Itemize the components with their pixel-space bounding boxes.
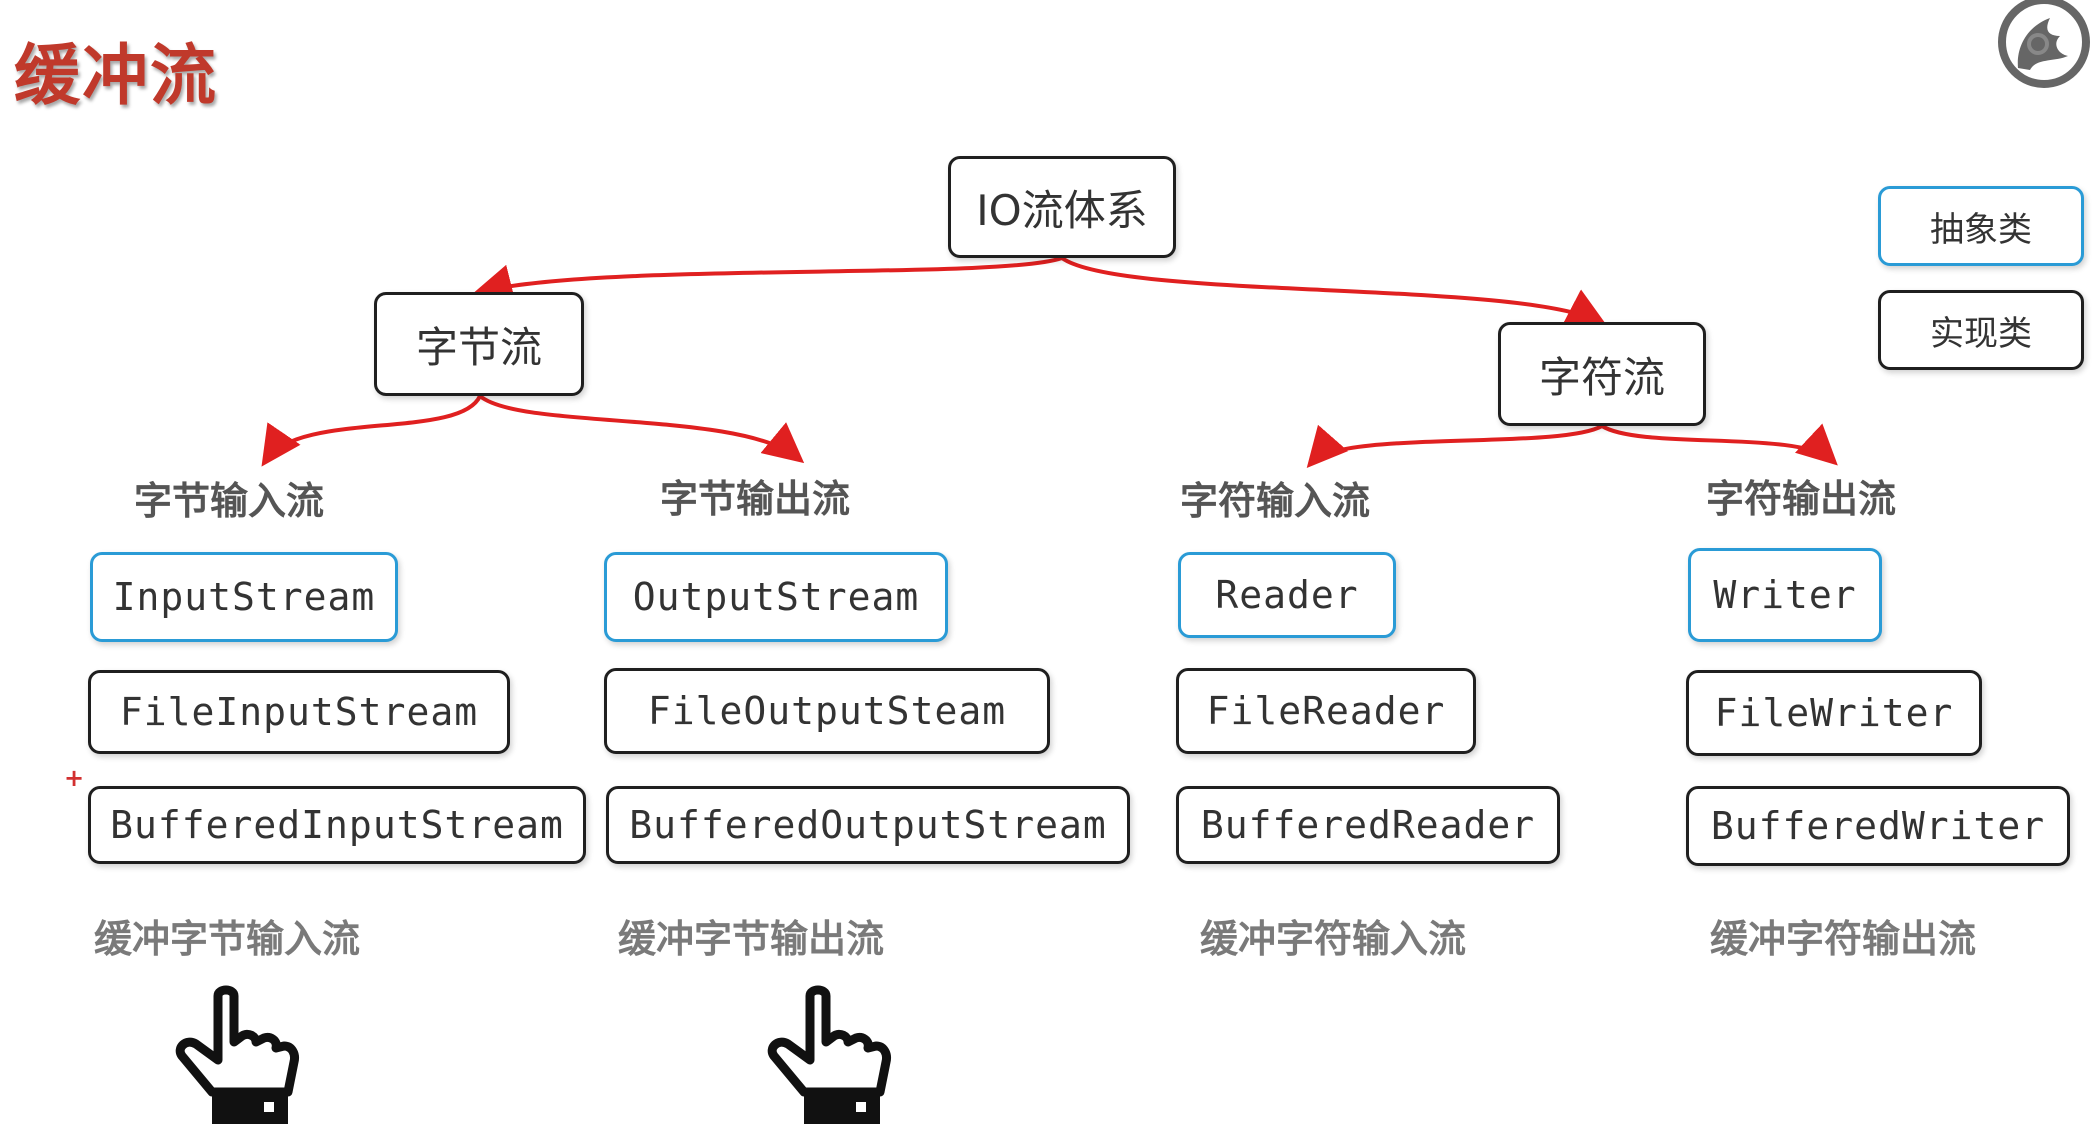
abstract-class-box: OutputStream bbox=[604, 552, 948, 642]
class-name: InputStream bbox=[112, 575, 376, 619]
class-name: Writer bbox=[1713, 573, 1857, 617]
char-stream-node: 字符流 bbox=[1498, 322, 1706, 426]
column-heading: 字节输出流 bbox=[660, 477, 851, 521]
buffered-class-box: BufferedWriter bbox=[1686, 786, 2070, 866]
file-class-box: FileWriter bbox=[1686, 670, 1982, 756]
column-caption: 缓冲字节输出流 bbox=[618, 917, 885, 961]
root-node: IO流体系 bbox=[948, 156, 1176, 258]
arrow-char-to-input bbox=[1306, 424, 1603, 468]
legend-concrete: 实现类 bbox=[1878, 290, 2084, 370]
column-caption: 缓冲字符输出流 bbox=[1710, 917, 1977, 961]
pointing-hand-icon bbox=[175, 985, 299, 1124]
page-title: 缓冲流 bbox=[14, 37, 218, 114]
column-caption: 缓冲字符输入流 bbox=[1200, 917, 1467, 961]
file-class-box: FileInputStream bbox=[88, 670, 510, 754]
legend-abstract-label: 抽象类 bbox=[1930, 209, 2032, 250]
class-name: BufferedWriter bbox=[1710, 804, 2046, 848]
class-name: BufferedInputStream bbox=[110, 803, 564, 847]
class-name: FileInputStream bbox=[119, 690, 479, 734]
column-heading: 字节输入流 bbox=[134, 479, 325, 523]
abstract-class-box: Reader bbox=[1178, 552, 1396, 638]
class-name: BufferedOutputStream bbox=[629, 803, 1107, 847]
byte-stream-node: 字节流 bbox=[374, 292, 584, 396]
column-heading: 字符输入流 bbox=[1180, 479, 1371, 523]
class-name: FileOutputSteam bbox=[647, 689, 1007, 733]
legend-abstract: 抽象类 bbox=[1878, 186, 2084, 266]
plus-marker: + bbox=[64, 764, 85, 792]
arrow-byte-to-output bbox=[478, 394, 805, 464]
byte-stream-label: 字节流 bbox=[415, 322, 542, 372]
arrow-root-to-byte bbox=[472, 256, 1063, 304]
abstract-class-box: Writer bbox=[1688, 548, 1882, 642]
buffered-class-box: BufferedInputStream bbox=[88, 786, 586, 864]
arrow-byte-to-input bbox=[261, 394, 482, 467]
file-class-box: FileReader bbox=[1176, 668, 1476, 754]
class-name: FileWriter bbox=[1714, 691, 1954, 735]
column-heading: 字符输出流 bbox=[1706, 477, 1897, 521]
buffered-class-box: BufferedReader bbox=[1176, 786, 1560, 864]
legend-concrete-label: 实现类 bbox=[1930, 313, 2032, 354]
arrow-root-to-char bbox=[1060, 256, 1608, 326]
logo-icon bbox=[1998, 0, 2090, 88]
class-name: FileReader bbox=[1206, 689, 1446, 733]
abstract-class-box: InputStream bbox=[90, 552, 398, 642]
column-caption: 缓冲字节输入流 bbox=[94, 917, 361, 961]
buffered-class-box: BufferedOutputStream bbox=[606, 786, 1130, 864]
file-class-box: FileOutputSteam bbox=[604, 668, 1050, 754]
class-name: Reader bbox=[1215, 573, 1359, 617]
class-name: OutputStream bbox=[632, 575, 920, 619]
class-name: BufferedReader bbox=[1200, 803, 1536, 847]
root-node-label: IO流体系 bbox=[976, 185, 1148, 235]
char-stream-label: 字符流 bbox=[1538, 352, 1665, 402]
arrow-char-to-output bbox=[1600, 423, 1838, 466]
pointing-hand-icon bbox=[767, 985, 891, 1124]
